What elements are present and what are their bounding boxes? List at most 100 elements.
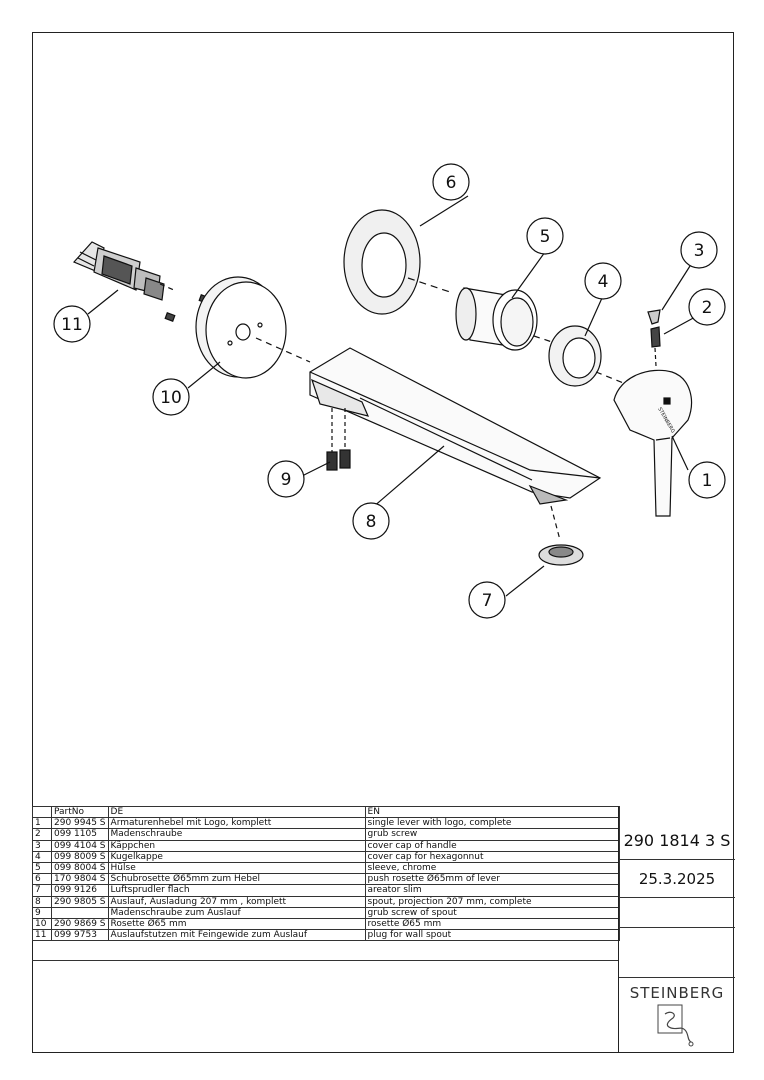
table-cell: Auslauf, Ausladung 207 mm , komplett — [107, 895, 366, 908]
table-cell: 2 — [32, 828, 52, 841]
table-cell: areator slim — [364, 884, 620, 897]
table-cell: 099 8004 S — [51, 861, 109, 875]
divider-line — [32, 960, 618, 961]
callout-8-circle — [352, 502, 390, 540]
sleeve-part — [455, 287, 538, 351]
drawing-frame — [32, 32, 734, 1053]
header-cell: PartNo — [51, 805, 109, 819]
empty-field — [619, 898, 735, 928]
table-cell: 099 4104 S — [51, 839, 109, 852]
table-cell: cover cap for hexagonnut — [364, 850, 620, 863]
table-cell: 7 — [32, 884, 52, 897]
table-cell: 5 — [32, 861, 52, 875]
table-cell: Schubrosette Ø65mm zum Hebel — [107, 873, 366, 886]
header-cell: DE — [107, 805, 366, 819]
table-cell: cover cap of handle — [364, 839, 620, 852]
callout-10-circle — [152, 378, 190, 416]
exploded-view-drawing: STEINBERG — [53, 163, 726, 619]
table-cell: 170 9804 S — [51, 873, 109, 886]
aerator-part — [538, 544, 584, 566]
table-cell: Armaturenhebel mit Logo, komplett — [107, 817, 366, 830]
callout-5-label: 5 — [540, 227, 551, 247]
table-cell: Hülse — [107, 861, 366, 875]
callout-7-circle — [468, 581, 506, 619]
table-cell: 3 — [32, 839, 52, 852]
callout-10-label: 10 — [160, 388, 182, 408]
title-block: 290 1814 3 S 25.3.2025 STEINBERG — [618, 806, 735, 1053]
table-cell: sleeve, chrome — [364, 861, 620, 875]
table-cell: 6 — [32, 873, 52, 886]
table-cell: 4 — [32, 850, 52, 863]
spout-grub-screws — [326, 408, 351, 471]
table-cell: 290 9869 S — [51, 917, 109, 931]
table-cell: 099 1105 — [51, 828, 109, 841]
spout-part — [309, 347, 602, 505]
callout-11-circle — [53, 305, 91, 343]
table-cell: 10 — [32, 917, 52, 931]
table-cell: Auslaufstutzen mit Feingewide zum Auslau… — [107, 929, 366, 942]
table-cell: 11 — [32, 929, 52, 942]
table-cell: 8 — [32, 895, 52, 908]
steinberg-logo-icon — [657, 1004, 694, 1047]
small-screw-icon — [164, 312, 176, 322]
push-rosette-part — [343, 209, 421, 315]
callout-5-circle — [526, 217, 564, 255]
handle-cap-part — [647, 309, 661, 325]
table-cell: grub screw — [364, 828, 620, 841]
header-cell — [32, 805, 52, 819]
table-cell: spout, projection 207 mm, complete — [364, 895, 620, 908]
cover-cap-part — [548, 325, 602, 387]
callout-4-circle — [584, 262, 622, 300]
brand-name: STEINBERG — [629, 984, 725, 1002]
table-cell: 1 — [32, 817, 52, 830]
table-cell: single lever with logo, complete — [364, 817, 620, 830]
callout-4-label: 4 — [598, 272, 609, 292]
table-cell: grub screw of spout — [364, 906, 620, 919]
callout-9-label: 9 — [281, 470, 292, 490]
callout-9-circle — [267, 460, 305, 498]
table-cell: 290 9805 S — [51, 895, 109, 908]
table-cell: push rosette Ø65mm of lever — [364, 873, 620, 886]
table-cell: Kugelkappe — [107, 850, 366, 863]
table-cell: Rosette Ø65 mm — [107, 917, 366, 931]
table-cell: 099 8009 S — [51, 850, 109, 863]
table-cell: Madenschraube zum Auslauf — [107, 906, 366, 919]
callout-1-circle — [688, 461, 726, 499]
article-number: 290 1814 3 S — [619, 822, 735, 860]
callout-11-label: 11 — [61, 315, 83, 335]
table-cell: 290 9945 S — [51, 817, 109, 830]
table-cell: Käppchen — [107, 839, 366, 852]
callout-1-label: 1 — [702, 471, 713, 491]
empty-field — [619, 928, 735, 978]
table-cell: Madenschraube — [107, 828, 366, 841]
callout-6-circle — [432, 163, 470, 201]
drawing-date: 25.3.2025 — [619, 860, 735, 898]
wall-plug-part — [72, 241, 175, 301]
callout-2-label: 2 — [702, 298, 713, 318]
callout-3-label: 3 — [694, 241, 705, 261]
table-cell: 099 9753 — [51, 929, 109, 942]
header-cell: EN — [364, 805, 620, 819]
table-cell — [51, 906, 109, 919]
table-cell: plug for wall spout — [364, 929, 620, 942]
table-cell: 9 — [32, 906, 52, 919]
grub-screw-part — [650, 326, 661, 348]
rosette-part — [195, 276, 287, 379]
callout-8-label: 8 — [366, 512, 377, 532]
lever-part: STEINBERG — [613, 369, 693, 517]
table-cell: 099 9126 — [51, 884, 109, 897]
table-cell: rosette Ø65 mm — [364, 917, 620, 931]
callout-2-circle — [688, 288, 726, 326]
